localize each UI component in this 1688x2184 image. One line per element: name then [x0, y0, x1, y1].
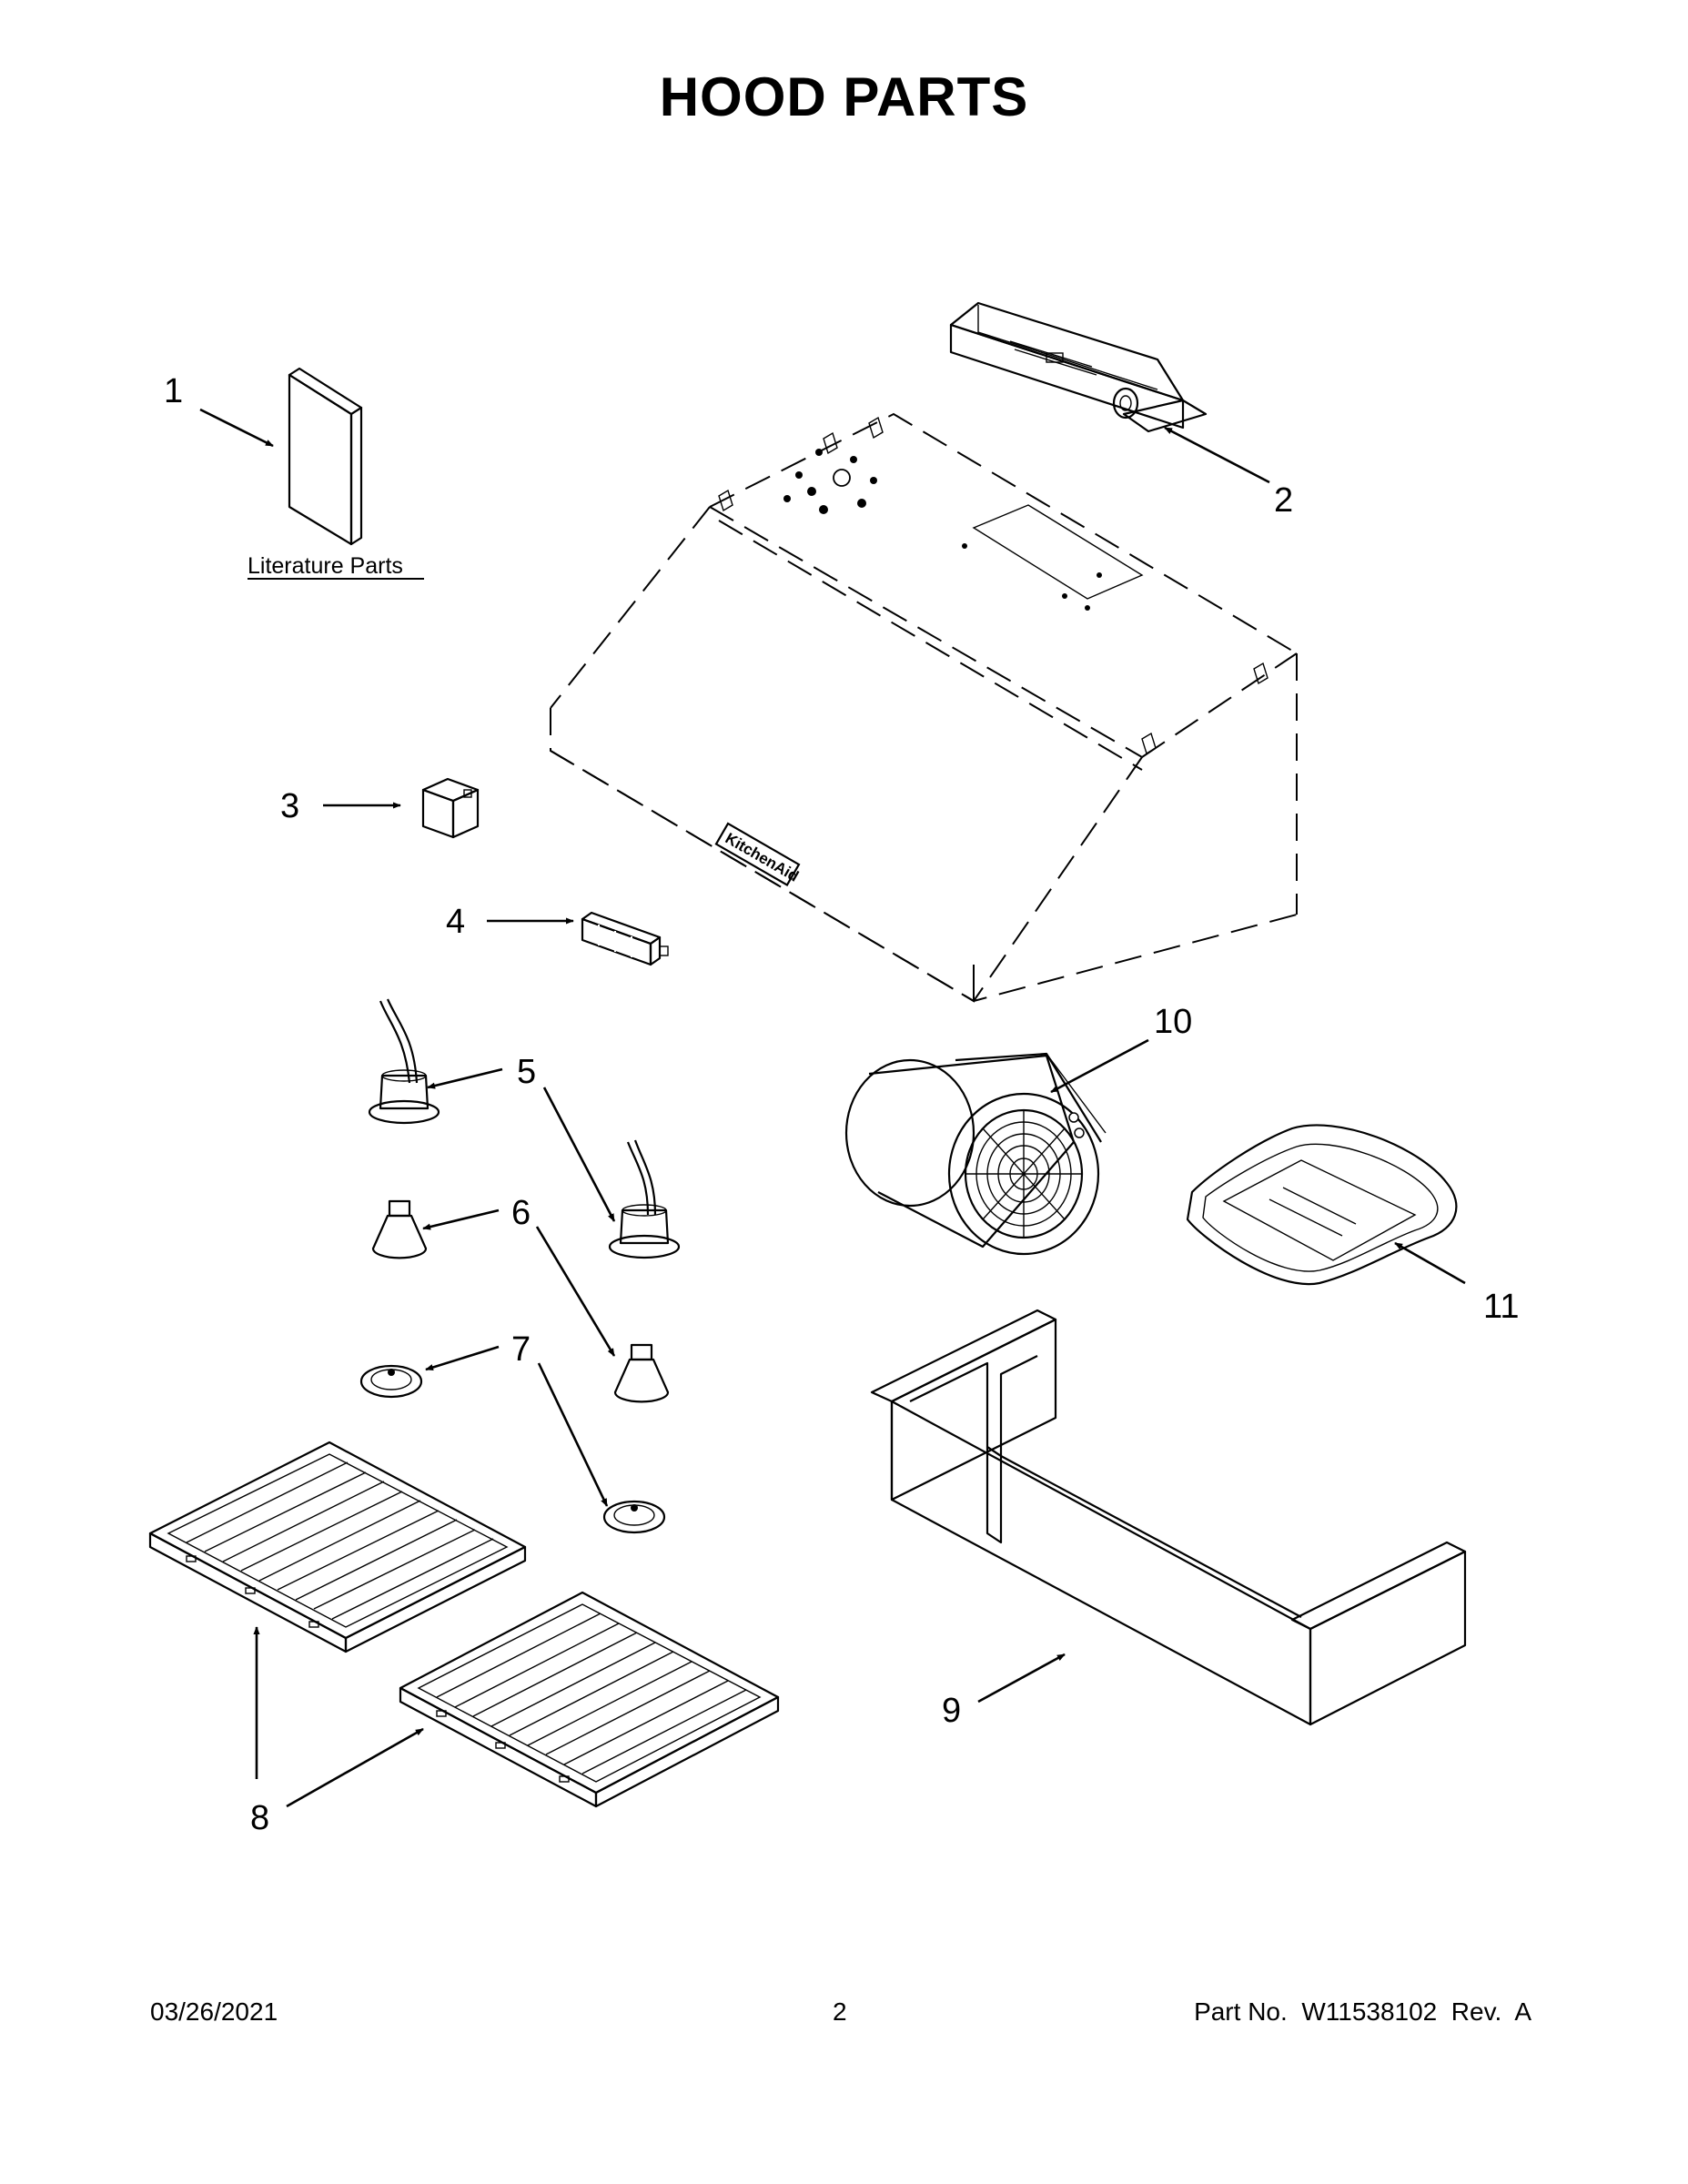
callout-5: 5 [517, 1053, 536, 1091]
grease-filter-top [148, 1441, 527, 1653]
back-panel [870, 1309, 1467, 1726]
literature-parts-label: Literature Parts [248, 553, 403, 579]
blower-motor [844, 1052, 1107, 1256]
hood-body: KitchenAid [550, 412, 1298, 1003]
lamp-socket-left [368, 998, 440, 1125]
footer-date: 03/26/2021 [150, 1997, 278, 2026]
callout-4: 4 [446, 903, 465, 941]
filter-pad [1186, 1124, 1458, 1286]
callout-8: 8 [250, 1799, 269, 1837]
footer-page-number: 2 [833, 1997, 847, 2026]
callout-1: 1 [164, 372, 183, 410]
callout-9: 9 [942, 1692, 961, 1730]
switch-module [581, 911, 669, 966]
footer-part-number: Part No. W11538102 Rev. A [1194, 1997, 1531, 2026]
callout-arrows [199, 408, 1466, 1808]
page-title: HOOD PARTS [659, 66, 1029, 127]
callout-10: 10 [1154, 1003, 1192, 1041]
callout-2: 2 [1274, 481, 1293, 520]
literature-book [288, 367, 363, 546]
light-bulb-right [613, 1343, 670, 1403]
control-box [421, 777, 480, 839]
lens-ring-left [359, 1364, 423, 1399]
lamp-socket-right [608, 1139, 681, 1259]
callout-6: 6 [511, 1194, 531, 1232]
lens-ring-right [602, 1500, 666, 1534]
brand-badge: KitchenAid [723, 829, 802, 885]
callout-3: 3 [280, 787, 299, 825]
grease-filter-bottom [399, 1591, 780, 1808]
callout-7: 7 [511, 1330, 531, 1369]
light-bulb-left [371, 1199, 428, 1259]
damper-box [949, 301, 1208, 433]
callout-11: 11 [1483, 1288, 1519, 1326]
